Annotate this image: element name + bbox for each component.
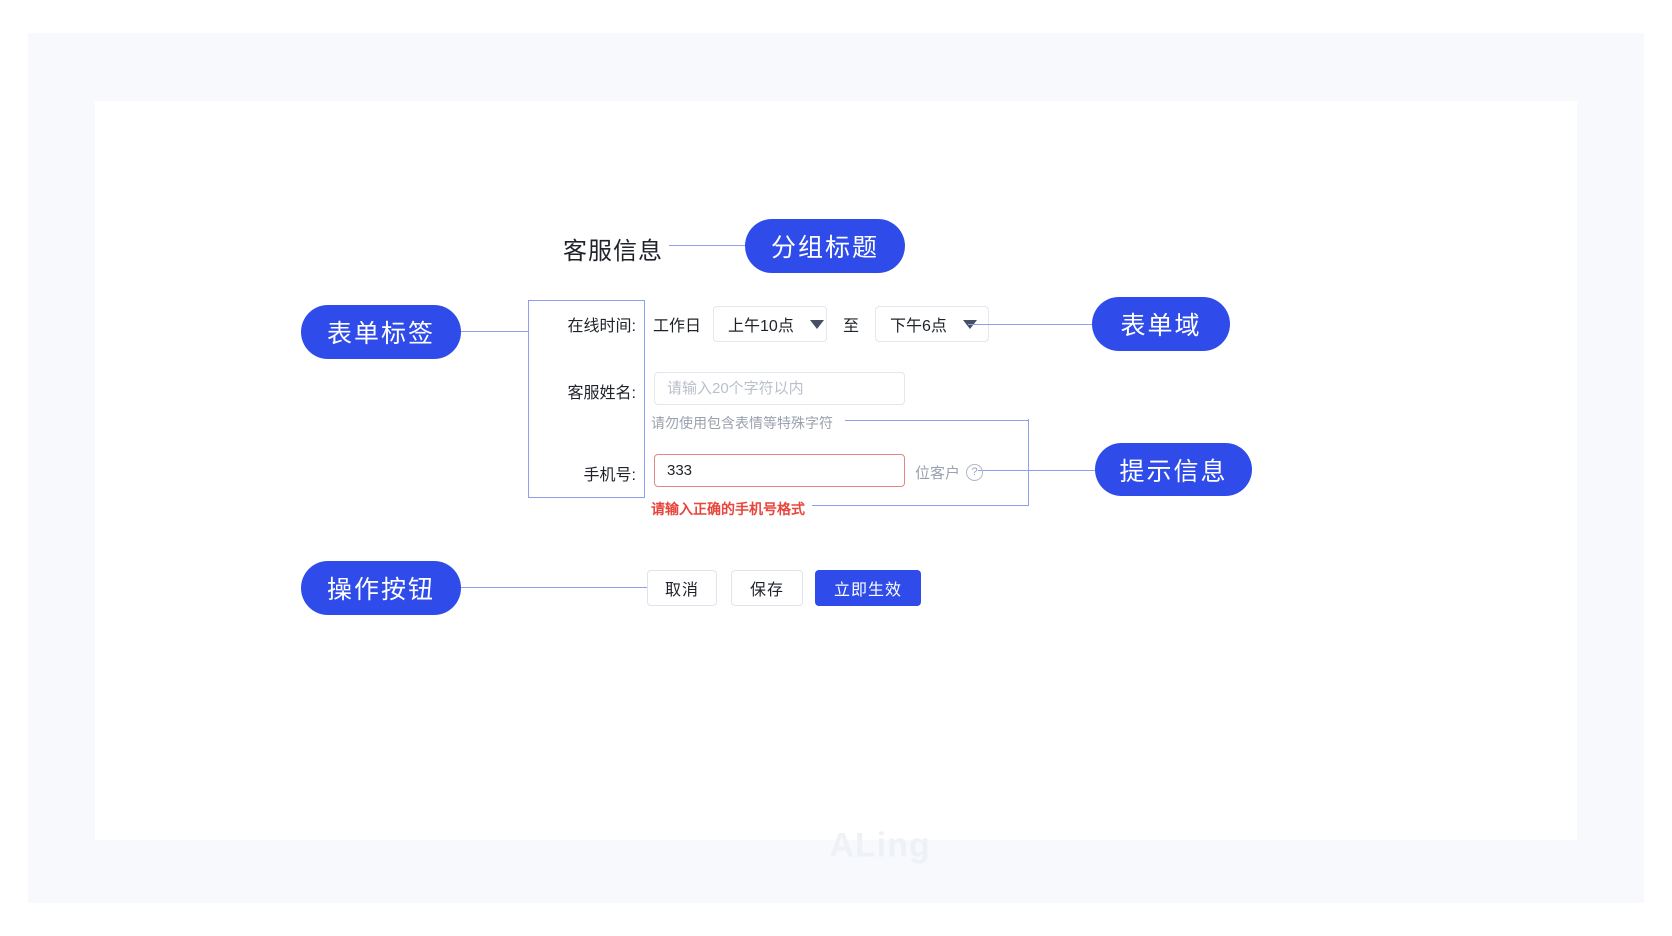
agent-name-helper-text: 请勿使用包含表情等特殊字符 xyxy=(651,415,833,431)
annotation-pill-form-label: 表单标签 xyxy=(301,305,461,359)
annotation-pill-form-field: 表单域 xyxy=(1092,297,1230,351)
connector-error-text xyxy=(812,505,1029,506)
group-title: 客服信息 xyxy=(563,238,663,265)
cancel-button[interactable]: 取消 xyxy=(647,570,717,606)
form-row-phone: 手机号: xyxy=(564,461,636,485)
form-row-agent-name: 客服姓名: xyxy=(564,379,636,403)
annotation-pill-action: 操作按钮 xyxy=(301,561,461,615)
label-online-time: 在线时间: xyxy=(567,318,636,335)
connector-group-title xyxy=(669,245,747,246)
connector-helper-text xyxy=(845,420,1029,421)
online-time-controls: 工作日 上午10点 至 下午6点 xyxy=(653,306,990,342)
annotation-pill-hint: 提示信息 xyxy=(1095,443,1252,496)
watermark: ALing xyxy=(829,826,931,865)
phone-suffix-text: 位客户 xyxy=(915,465,961,482)
hint-bracket-vertical xyxy=(1028,419,1029,505)
select-end-time-value: 下午6点 xyxy=(890,318,947,335)
phone-input[interactable] xyxy=(654,454,905,487)
phone-suffix: 位客户 ? xyxy=(915,462,984,483)
between-text: 至 xyxy=(843,318,860,335)
form-row-online-time: 在线时间: xyxy=(564,312,636,336)
form-label-bracket xyxy=(528,300,645,498)
question-circle-icon[interactable]: ? xyxy=(966,464,984,481)
apply-button[interactable]: 立即生效 xyxy=(815,570,921,606)
weekday-text: 工作日 xyxy=(653,318,702,335)
agent-name-input[interactable] xyxy=(654,372,905,405)
select-start-time[interactable]: 上午10点 xyxy=(713,306,828,342)
connector-form-field xyxy=(968,324,1092,325)
label-agent-name: 客服姓名: xyxy=(567,385,636,402)
connector-hint-pill xyxy=(978,470,1095,471)
phone-error-text: 请输入正确的手机号格式 xyxy=(651,501,805,517)
connector-action-buttons xyxy=(461,587,648,588)
label-phone: 手机号: xyxy=(583,467,636,484)
annotation-pill-group-title: 分组标题 xyxy=(745,219,905,273)
chevron-down-icon xyxy=(809,319,824,329)
select-start-time-value: 上午10点 xyxy=(728,318,794,335)
connector-form-label xyxy=(461,331,528,332)
save-button[interactable]: 保存 xyxy=(731,570,803,606)
